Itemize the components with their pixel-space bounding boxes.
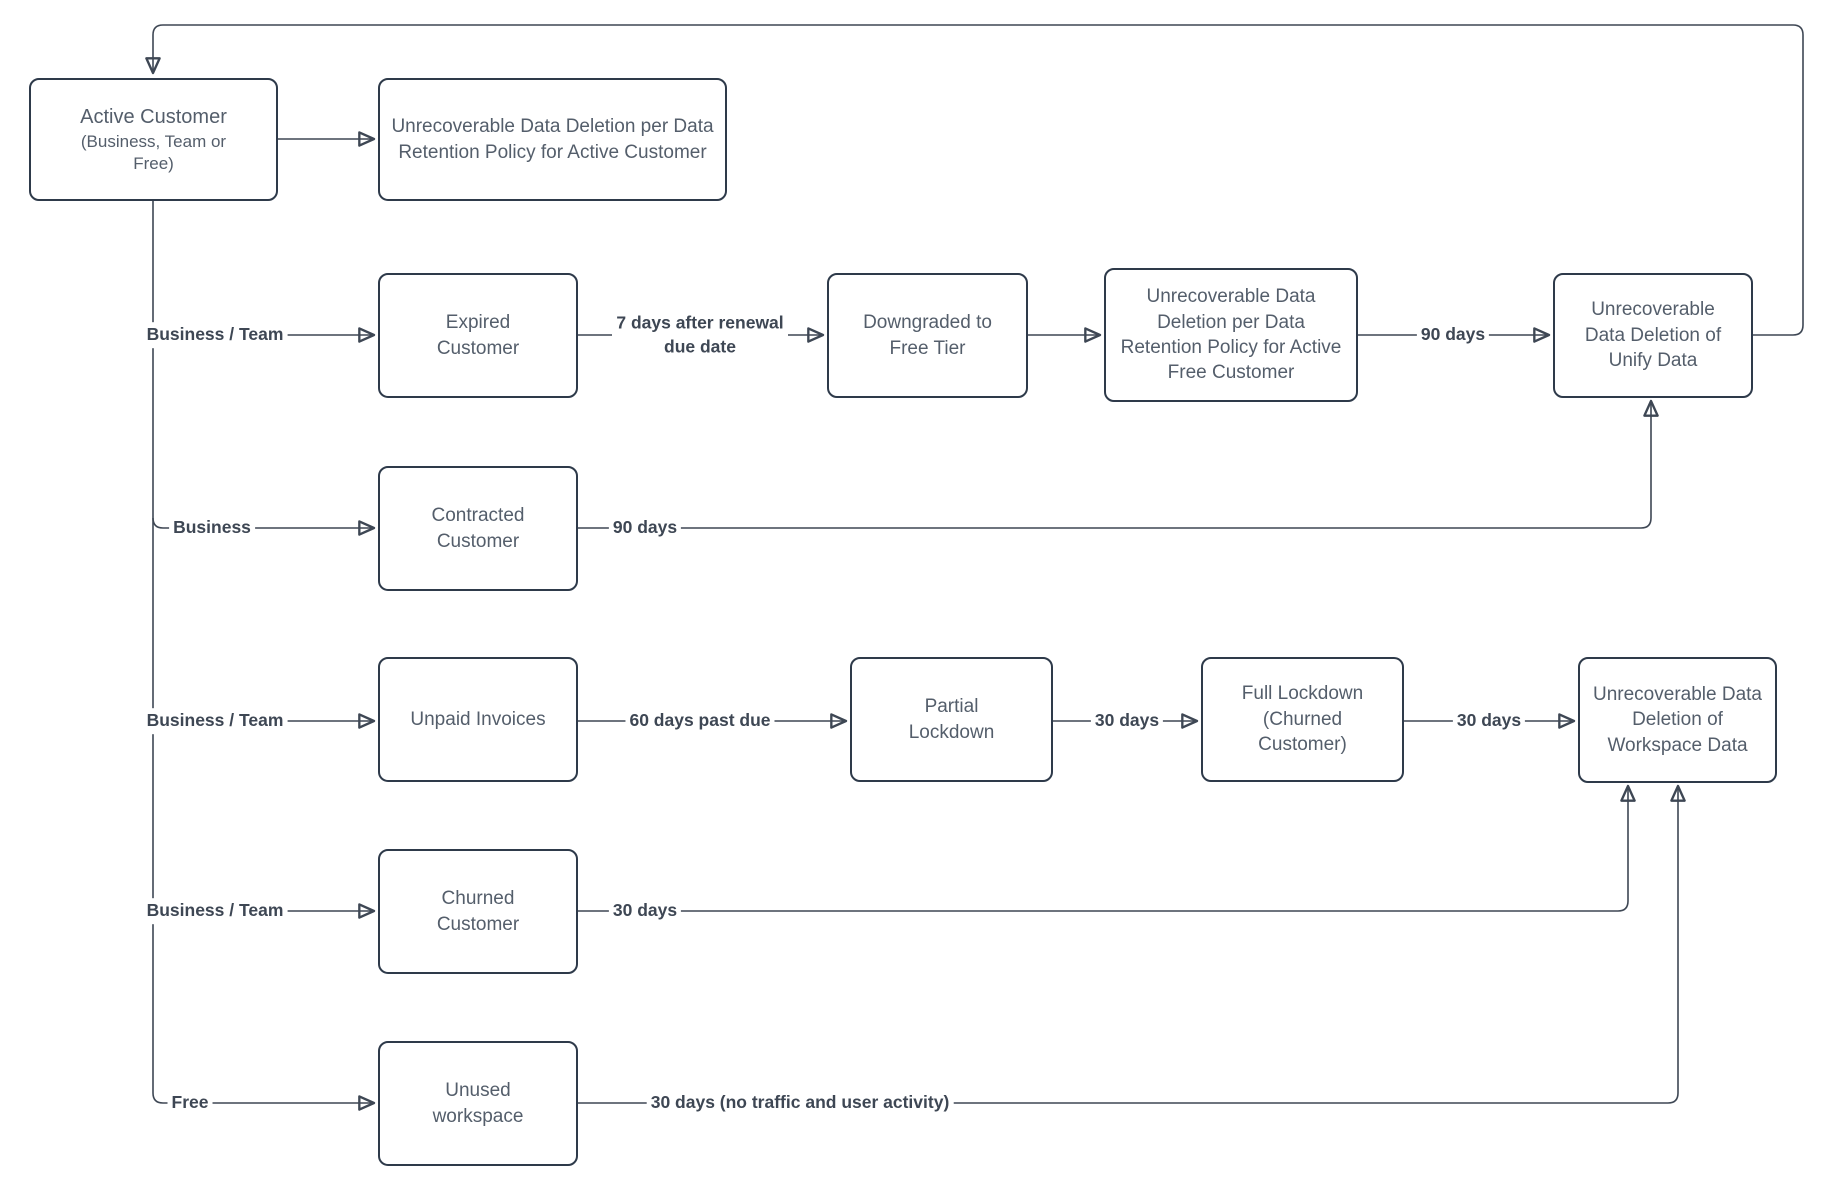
edge-label-business-team-row5: Business / Team bbox=[142, 898, 288, 924]
node-unify-data-deletion: Unrecoverable Data Deletion of Unify Dat… bbox=[1553, 273, 1753, 398]
node-full-lockdown-label: Full Lockdown (Churned Customer) bbox=[1241, 683, 1364, 756]
node-churned-customer-label: Churned Customer bbox=[436, 888, 520, 935]
node-contracted-customer: Contracted Customer bbox=[378, 466, 578, 591]
node-churned-customer: Churned Customer bbox=[378, 849, 578, 974]
node-active-customer: Active Customer (Business, Team or Free) bbox=[29, 78, 278, 201]
edge-label-business-team-row4: Business / Team bbox=[142, 708, 288, 734]
edge-label-30-days-row5: 30 days bbox=[608, 898, 682, 924]
edge-label-90-days-row3: 90 days bbox=[608, 515, 682, 541]
node-expired-customer: Expired Customer bbox=[378, 273, 578, 398]
node-downgraded-free-tier: Downgraded to Free Tier bbox=[827, 273, 1028, 398]
node-active-customer-title: Active Customer bbox=[80, 106, 227, 128]
node-unused-workspace: Unused workspace bbox=[378, 1041, 578, 1166]
node-full-lockdown: Full Lockdown (Churned Customer) bbox=[1201, 657, 1404, 782]
node-contracted-customer-label: Contracted Customer bbox=[431, 505, 525, 552]
node-unify-data-deletion-label: Unrecoverable Data Deletion of Unify Dat… bbox=[1584, 299, 1722, 372]
node-free-data-deletion-label: Unrecoverable Data Deletion per Data Ret… bbox=[1120, 286, 1342, 384]
node-active-data-deletion-label: Unrecoverable Data Deletion per Data Ret… bbox=[391, 116, 714, 163]
node-workspace-data-deletion-label: Unrecoverable Data Deletion of Workspace… bbox=[1593, 683, 1762, 756]
edge-label-7-days-after-renewal: 7 days after renewal due date bbox=[612, 310, 788, 360]
node-partial-lockdown-label: Partial Lockdown bbox=[908, 696, 995, 743]
node-active-data-deletion: Unrecoverable Data Deletion per Data Ret… bbox=[378, 78, 727, 201]
edge-label-business-row3: Business bbox=[169, 515, 255, 541]
node-free-data-deletion: Unrecoverable Data Deletion per Data Ret… bbox=[1104, 268, 1358, 402]
node-expired-customer-label: Expired Customer bbox=[436, 312, 520, 359]
edge-label-90-days-row2: 90 days bbox=[1416, 322, 1490, 348]
edge-label-30-days-full-workspace: 30 days bbox=[1452, 708, 1526, 734]
edge-label-30-days-no-traffic: 30 days (no traffic and user activity) bbox=[646, 1090, 954, 1116]
node-unpaid-invoices: Unpaid Invoices bbox=[378, 657, 578, 782]
node-workspace-data-deletion: Unrecoverable Data Deletion of Workspace… bbox=[1578, 657, 1777, 783]
edge-label-business-team-row2: Business / Team bbox=[142, 322, 288, 348]
edge-label-60-days-past-due: 60 days past due bbox=[625, 708, 775, 734]
node-partial-lockdown: Partial Lockdown bbox=[850, 657, 1053, 782]
node-downgraded-free-tier-label: Downgraded to Free Tier bbox=[863, 312, 992, 359]
edge-label-30-days-partial-full: 30 days bbox=[1090, 708, 1164, 734]
edge-label-free-row6: Free bbox=[167, 1090, 213, 1116]
node-active-customer-subtitle: (Business, Team or Free) bbox=[80, 131, 227, 173]
node-unused-workspace-label: Unused workspace bbox=[432, 1080, 524, 1127]
node-unpaid-invoices-label: Unpaid Invoices bbox=[410, 708, 546, 730]
